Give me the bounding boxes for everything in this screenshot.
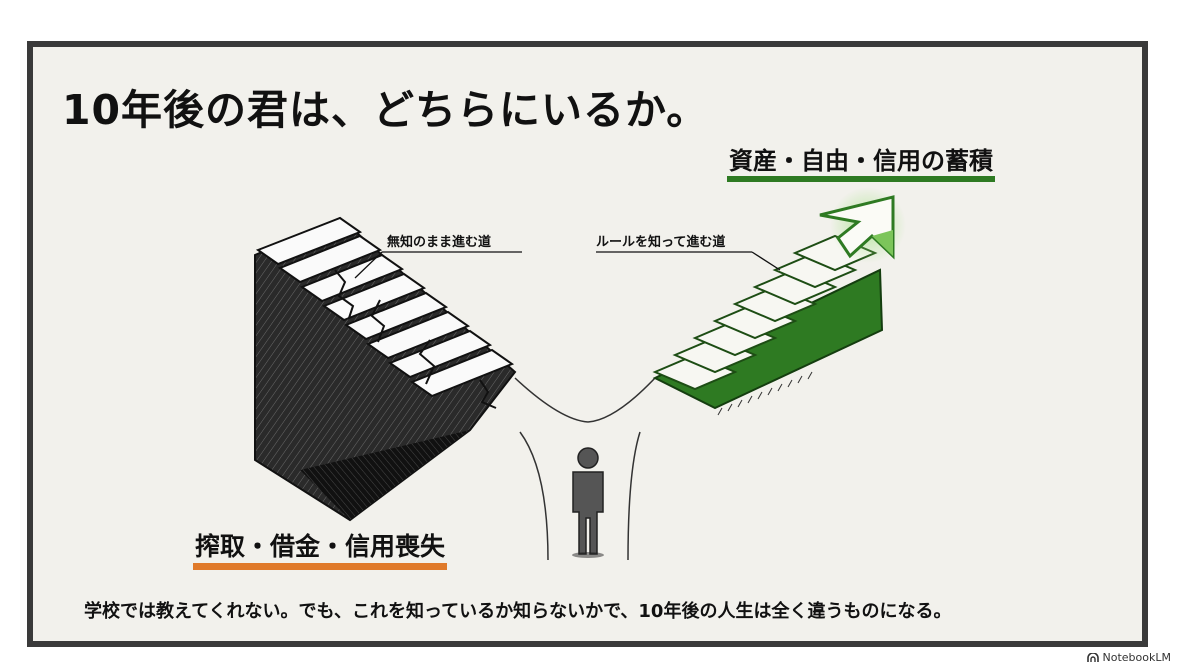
outcome-good-label: 資産・自由・信用の蓄積 (727, 146, 995, 182)
road (514, 377, 656, 561)
path-label-ignorant: 無知のまま進む道 (387, 235, 492, 250)
upward-arrow-icon (819, 187, 906, 263)
brand-mark: NotebookLM (1086, 651, 1171, 664)
notebooklm-icon (1086, 652, 1099, 662)
leader-lines (354, 251, 781, 279)
person-icon (572, 447, 604, 555)
green-staircase (652, 234, 884, 416)
outcome-bad-label: 搾取・借金・信用喪失 (193, 531, 448, 570)
brand-label: NotebookLM (1102, 651, 1171, 664)
path-label-informed: ルールを知って進む道 (596, 235, 726, 250)
caption: 学校では教えてくれない。でも、これを知っているか知らないかで、10年後の人生は全… (84, 601, 952, 622)
slide-frame (27, 41, 1148, 647)
dark-staircase (254, 216, 517, 522)
page-title: 10年後の君は、どちらにいるか。 (62, 86, 709, 134)
